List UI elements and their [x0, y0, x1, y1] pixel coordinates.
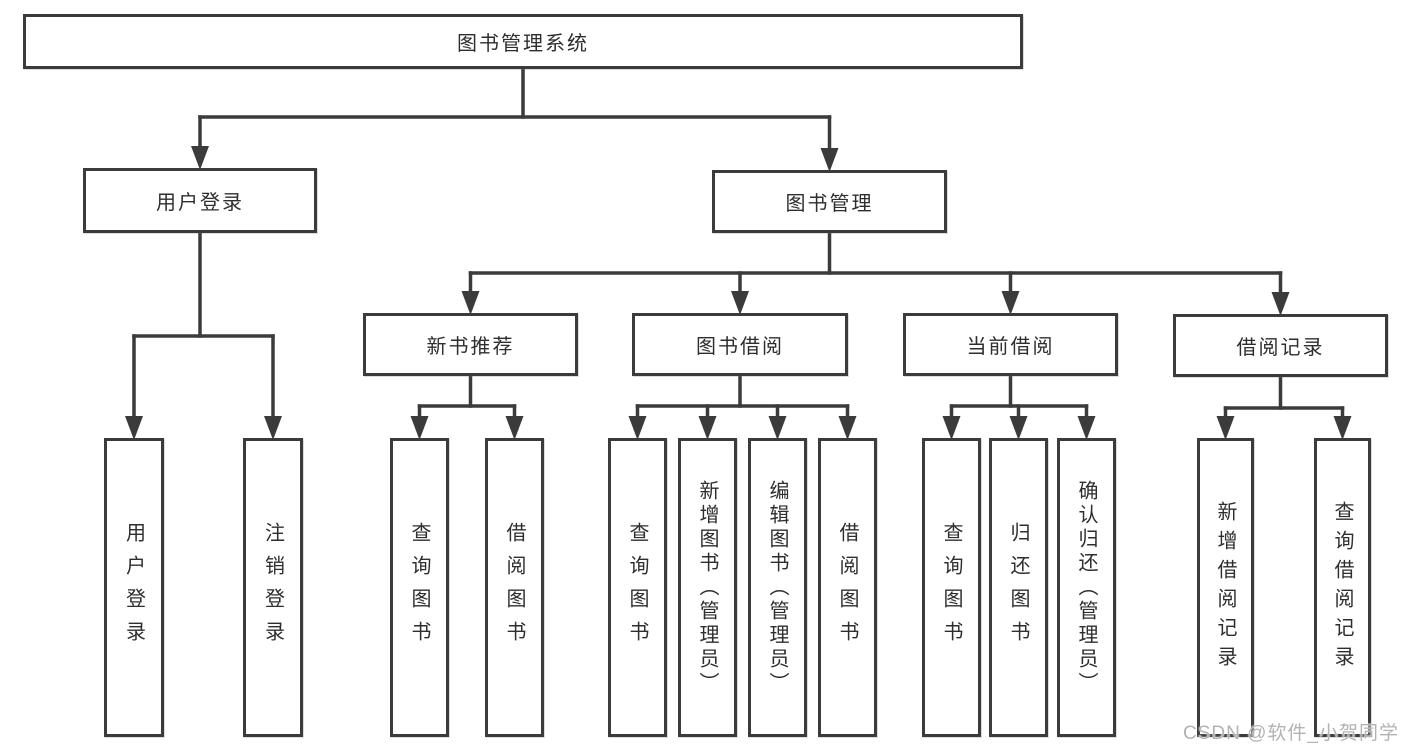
node-label: 图书借阅	[696, 336, 784, 358]
node-label: 注销登录	[261, 521, 284, 654]
node-cb-confirm: 确认归还（管理员）	[1057, 438, 1116, 737]
node-root: 图书管理系统	[23, 14, 1023, 69]
arrowhead-icon	[505, 416, 524, 440]
node-label: 查询图书	[940, 521, 962, 654]
node-label: 借阅图书	[503, 521, 525, 654]
node-book-mgmt: 图书管理	[712, 170, 947, 233]
node-label: 查询借阅记录	[1331, 500, 1353, 675]
arrowhead-icon	[1001, 291, 1020, 315]
node-book-borrow: 图书借阅	[632, 313, 848, 376]
arrowhead-icon	[191, 146, 209, 170]
node-br-add: 新增借阅记录	[1197, 438, 1254, 737]
arrowhead-icon	[731, 291, 749, 315]
arrowhead-icon	[942, 416, 961, 440]
arrowhead-icon	[838, 416, 857, 440]
node-borrow-records: 借阅记录	[1173, 314, 1388, 377]
node-label: 借阅记录	[1236, 337, 1325, 359]
node-cb-return: 归还图书	[989, 438, 1048, 737]
node-label: 新增借阅记录	[1214, 500, 1236, 675]
node-label: 新书推荐	[426, 336, 515, 358]
arrowhead-icon	[264, 416, 282, 440]
node-ul-login: 用户登录	[104, 438, 164, 737]
node-label: 图书管理	[785, 193, 874, 215]
node-bb-add: 新增图书（管理员）	[678, 438, 737, 737]
node-cb-query: 查询图书	[922, 438, 981, 737]
node-label: 用户登录	[156, 192, 244, 214]
node-label: 用户登录	[122, 521, 145, 654]
node-label: 查询图书	[626, 521, 648, 654]
arrowhead-icon	[125, 416, 143, 440]
arrowhead-icon	[1216, 416, 1235, 440]
arrowhead-icon	[698, 416, 717, 440]
node-label: 确认归还（管理员）	[1075, 479, 1097, 696]
node-bb-borrow: 借阅图书	[818, 438, 877, 737]
node-label: 借阅图书	[836, 521, 858, 654]
node-label: 查询图书	[408, 521, 430, 654]
node-br-query: 查询借阅记录	[1314, 438, 1371, 737]
arrowhead-icon	[768, 416, 787, 440]
node-nbr-query: 查询图书	[390, 438, 449, 737]
node-label: 编辑图书（管理员）	[766, 479, 788, 696]
node-label: 新增图书（管理员）	[696, 479, 718, 696]
node-bb-edit: 编辑图书（管理员）	[748, 438, 807, 737]
node-ul-logout: 注销登录	[243, 438, 303, 737]
arrowhead-icon	[820, 148, 839, 172]
arrowhead-icon	[410, 416, 429, 440]
node-label: 图书管理系统	[457, 33, 589, 55]
arrowhead-icon	[1009, 416, 1028, 440]
node-label: 当前借阅	[966, 336, 1055, 358]
arrowhead-icon	[1333, 416, 1352, 440]
node-current-borrow: 当前借阅	[903, 313, 1118, 376]
arrowhead-icon	[1271, 292, 1290, 316]
node-user-login: 用户登录	[83, 168, 317, 233]
arrowhead-icon	[628, 416, 647, 440]
arrowhead-icon	[1077, 416, 1096, 440]
arrowhead-icon	[461, 291, 480, 315]
node-bb-query: 查询图书	[608, 438, 667, 737]
node-label: 归还图书	[1007, 521, 1029, 654]
node-new-book-rec: 新书推荐	[363, 313, 578, 376]
node-nbr-borrow: 借阅图书	[485, 438, 544, 737]
